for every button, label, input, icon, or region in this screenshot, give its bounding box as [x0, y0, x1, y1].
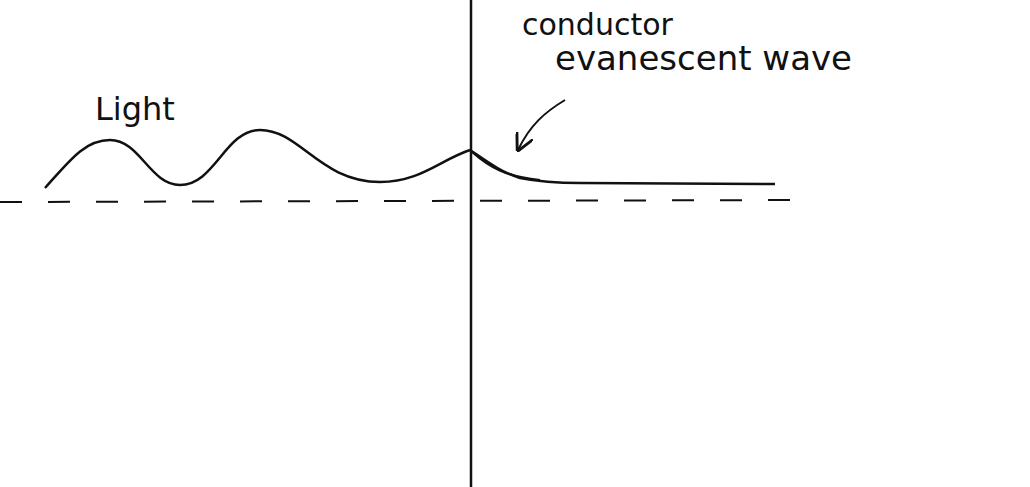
callout-label: evanescent wave [555, 40, 852, 77]
light-wave [45, 130, 470, 188]
axis-line [0, 200, 805, 202]
evanescent-wave [472, 152, 540, 180]
conductor-boundary [470, 0, 473, 487]
evanescent-wave [470, 150, 775, 184]
wave-label: Light [95, 92, 175, 127]
region-label: conductor [522, 8, 673, 41]
leader-arrow [518, 100, 565, 150]
